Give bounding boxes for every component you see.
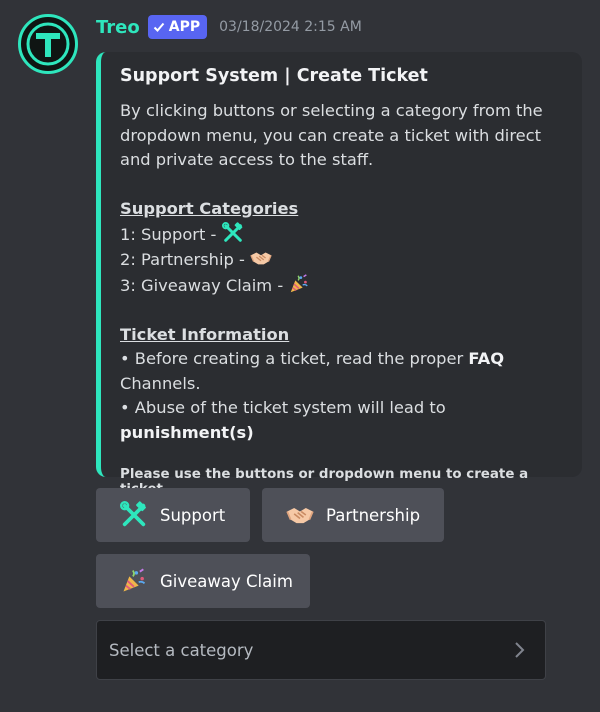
handshake-icon (286, 508, 314, 524)
app-badge-label: APP (168, 19, 201, 35)
hammer-wrench-icon (120, 501, 146, 527)
partnership-button-label: Partnership (326, 505, 421, 525)
message-header: Treo APP 03/18/2024 2:15 AM (96, 13, 362, 41)
support-button[interactable]: Support (96, 488, 250, 542)
ticket-embed: Support System | Create Ticket By clicki… (96, 52, 582, 497)
message-timestamp: 03/18/2024 2:15 AM (219, 19, 362, 35)
partnership-button[interactable]: Partnership (262, 488, 444, 542)
app-badge: APP (147, 15, 208, 39)
giveaway-claim-button[interactable]: Giveaway Claim (96, 554, 310, 608)
embed-title: Support System | Create Ticket (120, 66, 428, 86)
embed-description: By clicking buttons or selecting a categ… (120, 99, 562, 445)
hammer-wrench-icon (221, 221, 242, 242)
handshake-icon (250, 252, 272, 265)
categories-heading: Support Categories (120, 199, 299, 218)
category-select[interactable]: Select a category (96, 620, 546, 680)
author-avatar[interactable] (18, 14, 78, 74)
support-button-label: Support (160, 505, 226, 525)
treo-logo-icon (26, 22, 70, 66)
giveaway-claim-button-label: Giveaway Claim (160, 571, 293, 591)
party-popper-icon (291, 273, 309, 292)
chevron-right-icon (515, 642, 525, 658)
info-line-abuse: • Abuse of the ticket system will lead t… (120, 398, 446, 442)
category-select-placeholder: Select a category (109, 640, 254, 660)
category-line-support: 1: Support - (120, 221, 562, 248)
embed-intro: By clicking buttons or selecting a categ… (120, 101, 543, 169)
party-popper-icon (123, 568, 146, 592)
category-line-partnership: 2: Partnership - (120, 247, 562, 273)
info-line-faq: • Before creating a ticket, read the pro… (120, 349, 505, 393)
checkmark-icon (153, 22, 165, 32)
info-heading: Ticket Information (120, 324, 290, 344)
category-line-giveaway: 3: Giveaway Claim - (120, 273, 562, 299)
author-name[interactable]: Treo (96, 16, 140, 38)
